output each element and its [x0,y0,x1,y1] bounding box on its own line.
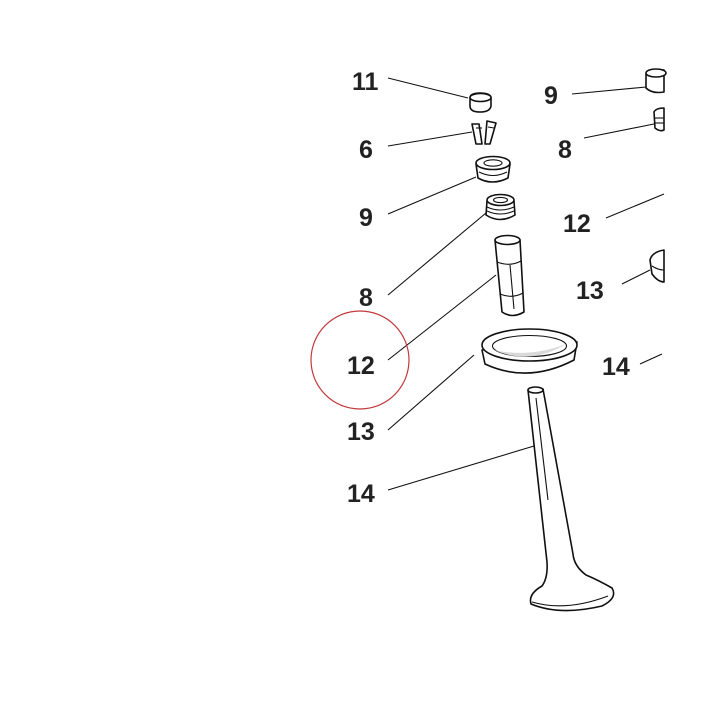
callout-9: 9 [359,204,373,232]
part-right-valve-cap [645,68,667,94]
callout-right-9: 9 [544,82,558,110]
callout-right-13: 13 [576,277,604,305]
part-valve-stem-seal [485,193,516,221]
callout-13: 13 [347,418,375,446]
callout-6: 6 [359,136,373,164]
callout-right-8: 8 [558,136,572,164]
highlight-circle [310,310,410,410]
part-valve-guide [494,234,525,317]
part-valve-seat-insert [481,328,578,374]
callout-12: 12 [347,352,375,380]
callout-11: 11 [352,68,379,96]
part-spring-retainer [475,155,511,183]
callout-14: 14 [347,480,375,508]
part-valve-cap [469,92,492,113]
callout-right-12: 12 [563,210,591,238]
part-valve [527,386,615,612]
part-right-seat-insert [649,249,665,283]
part-valve-collets [471,120,497,145]
callout-right-14: 14 [602,353,630,381]
callout-8: 8 [359,284,373,312]
leader-lines [387,77,665,491]
part-right-stem-seal [653,107,665,132]
